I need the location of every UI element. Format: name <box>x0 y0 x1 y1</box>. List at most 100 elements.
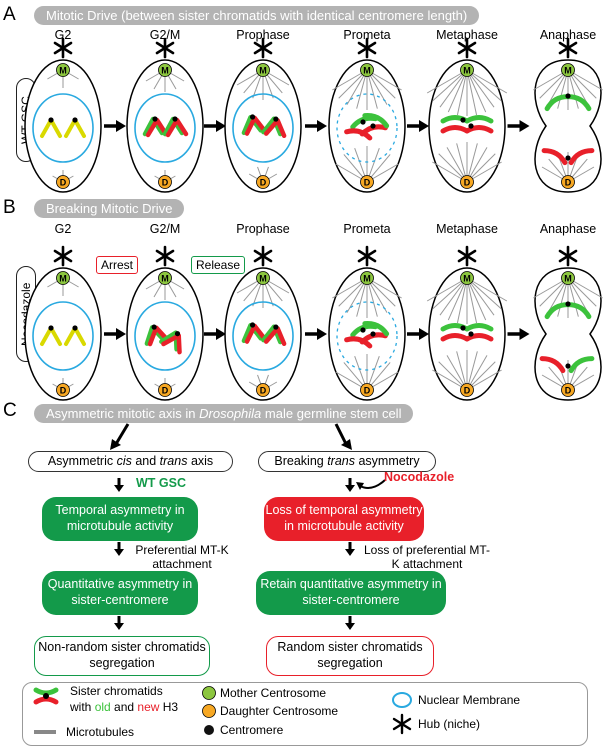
centromere-dot <box>565 301 571 307</box>
centromere-dot <box>360 327 366 333</box>
cell-2: MD <box>126 37 204 193</box>
cell-membrane <box>126 59 204 193</box>
sister-chromatid-pair <box>241 114 268 136</box>
cell-membrane <box>428 267 506 401</box>
daughter-centrosome-icon: D <box>460 175 474 189</box>
panel-c-letter: C <box>3 400 17 421</box>
chromatid-arm <box>568 148 595 166</box>
left-box-quantitative: Quantitative asymmetry in sister-centrom… <box>42 571 198 615</box>
legend-microtubules: Microtubules <box>66 725 135 739</box>
svg-text:D: D <box>162 386 169 396</box>
cell-3: MD <box>224 37 302 193</box>
chromatid-arm <box>464 125 494 134</box>
svg-text:M: M <box>259 274 267 284</box>
nocodazole-tag: Nocodazole <box>384 470 455 484</box>
cell-1: MD <box>24 245 102 401</box>
cell-1: MD <box>24 37 102 193</box>
panel-a-banner: Mitotic Drive (between sister chromatids… <box>34 6 480 25</box>
right-top-box: Breaking trans asymmetry <box>258 451 436 472</box>
cell-membrane <box>24 59 102 193</box>
arrow-left-top <box>114 423 130 445</box>
centromere-dot <box>468 331 474 337</box>
left-end-box: Non-random sister chromatids segregation <box>34 636 210 676</box>
chromatid-arm <box>344 128 373 141</box>
mother-centrosome-icon: M <box>256 63 270 77</box>
stage-arrow <box>104 120 126 132</box>
hub-star-icon <box>253 245 273 267</box>
daughter-centrosome-icon: D <box>561 175 575 189</box>
legend <box>22 682 588 746</box>
stage-label: Metaphase <box>436 222 498 236</box>
cell-6: MD <box>533 245 603 401</box>
nuclear-membrane <box>32 301 94 371</box>
legend-sister-line2: with old and new H3 <box>70 700 179 714</box>
legend-old: old <box>94 700 111 714</box>
centromere-dot <box>360 119 366 125</box>
hub-star-icon <box>357 37 377 59</box>
legend-nuclear: Nuclear Membrane <box>418 693 521 707</box>
svg-text:D: D <box>464 178 471 188</box>
hub-star-icon <box>53 245 73 267</box>
daughter-centrosome-icon: D <box>256 383 270 397</box>
nuclear-membrane <box>232 301 294 371</box>
left-down-arrows <box>114 478 124 630</box>
nuclear-membrane <box>232 93 294 163</box>
left-note-mtk: Preferential MT-K attachment <box>135 543 229 572</box>
stage-arrow <box>204 120 226 132</box>
daughter-centrosome-icon: D <box>256 175 270 189</box>
legend-sister-line1: Sister chromatids <box>70 684 163 698</box>
nuclear-membrane-breakdown <box>336 93 398 163</box>
daughter-centrosome-icon: D <box>56 383 70 397</box>
mother-centrosome-icon: M <box>158 271 172 285</box>
svg-text:M: M <box>463 66 471 76</box>
chromatid-arm <box>568 356 595 374</box>
daughter-centrosome-icon <box>202 704 216 718</box>
cell-membrane <box>428 59 506 193</box>
wt-gsc-tag: WT GSC <box>136 476 186 490</box>
release-tag: Release <box>191 256 246 274</box>
svg-text:M: M <box>59 274 67 284</box>
hub-star-icon <box>558 245 578 267</box>
centromere-dot <box>72 325 78 331</box>
stage-label: G2/M <box>149 28 181 42</box>
chromatid-arm <box>362 113 390 129</box>
centromere-dot <box>565 155 571 161</box>
legend-mother: Mother Centrosome <box>220 686 327 700</box>
chromatid-arm <box>362 321 390 337</box>
sister-chromatid-pair <box>261 324 287 347</box>
mother-centrosome-icon: M <box>360 271 374 285</box>
svg-text:D: D <box>364 386 371 396</box>
svg-text:D: D <box>364 178 371 188</box>
legend-hub: Hub (niche) <box>418 717 481 731</box>
hub-star-icon <box>53 37 73 59</box>
nuclear-membrane-icon <box>392 692 412 708</box>
sister-chromatid-pair <box>159 330 182 355</box>
daughter-centrosome-icon: D <box>561 383 575 397</box>
stage-arrow <box>507 120 530 132</box>
stage-label: Prometa <box>343 222 391 236</box>
banner-c-text: Asymmetric mitotic axis in <box>46 406 200 421</box>
centromere-icon <box>204 725 214 735</box>
sister-chromatid-pair <box>142 116 169 138</box>
stage-arrow <box>204 328 226 340</box>
svg-text:M: M <box>161 274 169 284</box>
cell-6: MD <box>533 37 603 193</box>
panel-c-banner: Asymmetric mitotic axis in Drosophila ma… <box>34 404 414 423</box>
cell-4: MD <box>328 37 406 193</box>
cell-3: MD <box>224 245 302 401</box>
chromatid-arm <box>464 323 494 332</box>
hub-star-icon <box>357 245 377 267</box>
legend-centromere: Centromere <box>220 723 284 737</box>
banner-c-species: Drosophila <box>199 406 262 421</box>
cell-5: MD <box>426 37 508 193</box>
centromere-dot <box>460 325 466 331</box>
svg-text:M: M <box>161 66 169 76</box>
arrow-right-top <box>334 423 348 445</box>
centromere-dot <box>468 123 474 129</box>
sister-chromatids-icon <box>33 687 59 705</box>
centromere-dot <box>370 331 376 337</box>
mother-centrosome-icon: M <box>360 63 374 77</box>
cell-4: MD <box>328 245 406 401</box>
